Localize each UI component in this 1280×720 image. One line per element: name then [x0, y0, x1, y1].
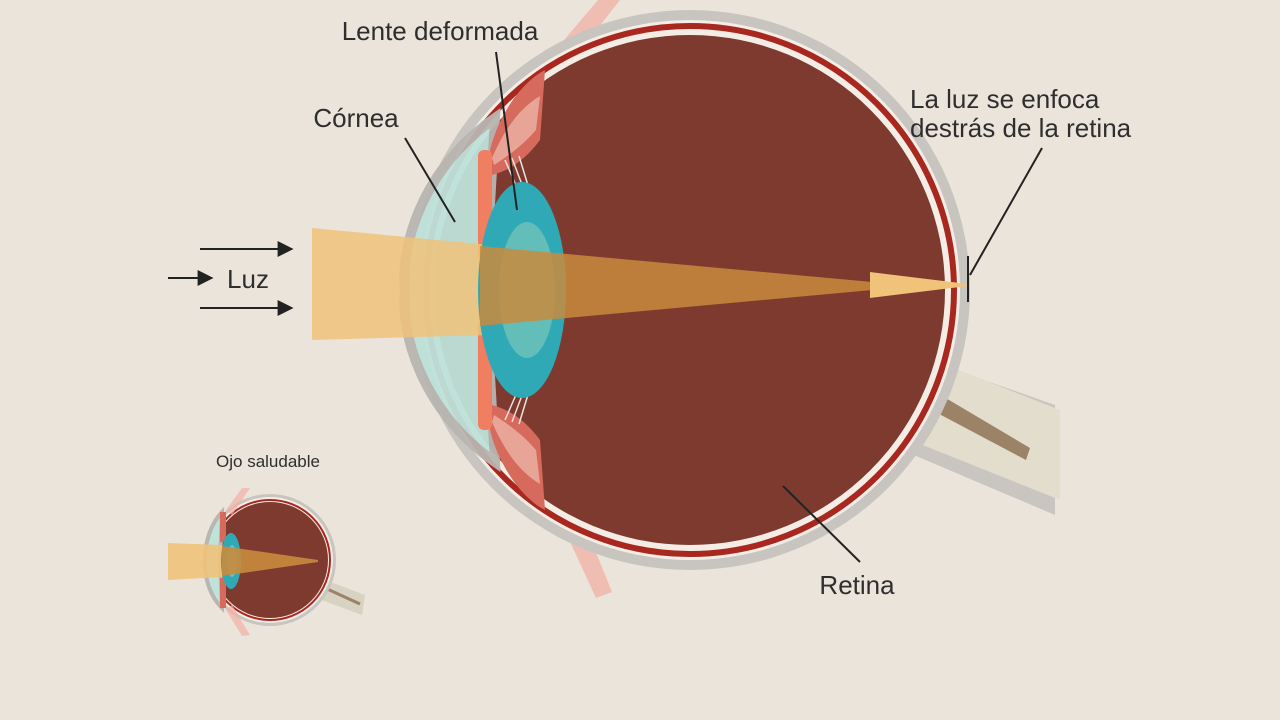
- light-beam-behind-retina: [870, 272, 968, 298]
- healthy-light-beam-converging: [222, 546, 318, 576]
- retina-leader: [782, 485, 861, 563]
- label-focus-line2: destrás de la retina: [910, 113, 1132, 143]
- light-beam-converging: [480, 246, 872, 326]
- healthy-light-beam-incoming: [168, 543, 222, 580]
- label-light: Luz: [227, 264, 269, 294]
- ciliary-muscle-top: [478, 70, 545, 260]
- cornea-leader: [404, 137, 456, 223]
- label-healthy-eye: Ojo saludable: [216, 452, 320, 471]
- light-beam-incoming: [312, 228, 490, 340]
- label-lens: Lente deformada: [342, 16, 539, 46]
- healthy-eye: [168, 488, 365, 636]
- large-eye: [168, 0, 1060, 598]
- focus-leader: [969, 147, 1043, 276]
- label-focus-line1: La luz se enfoca: [910, 84, 1100, 114]
- label-retina: Retina: [819, 570, 895, 600]
- label-cornea: Córnea: [313, 103, 399, 133]
- lens-leader: [495, 51, 518, 211]
